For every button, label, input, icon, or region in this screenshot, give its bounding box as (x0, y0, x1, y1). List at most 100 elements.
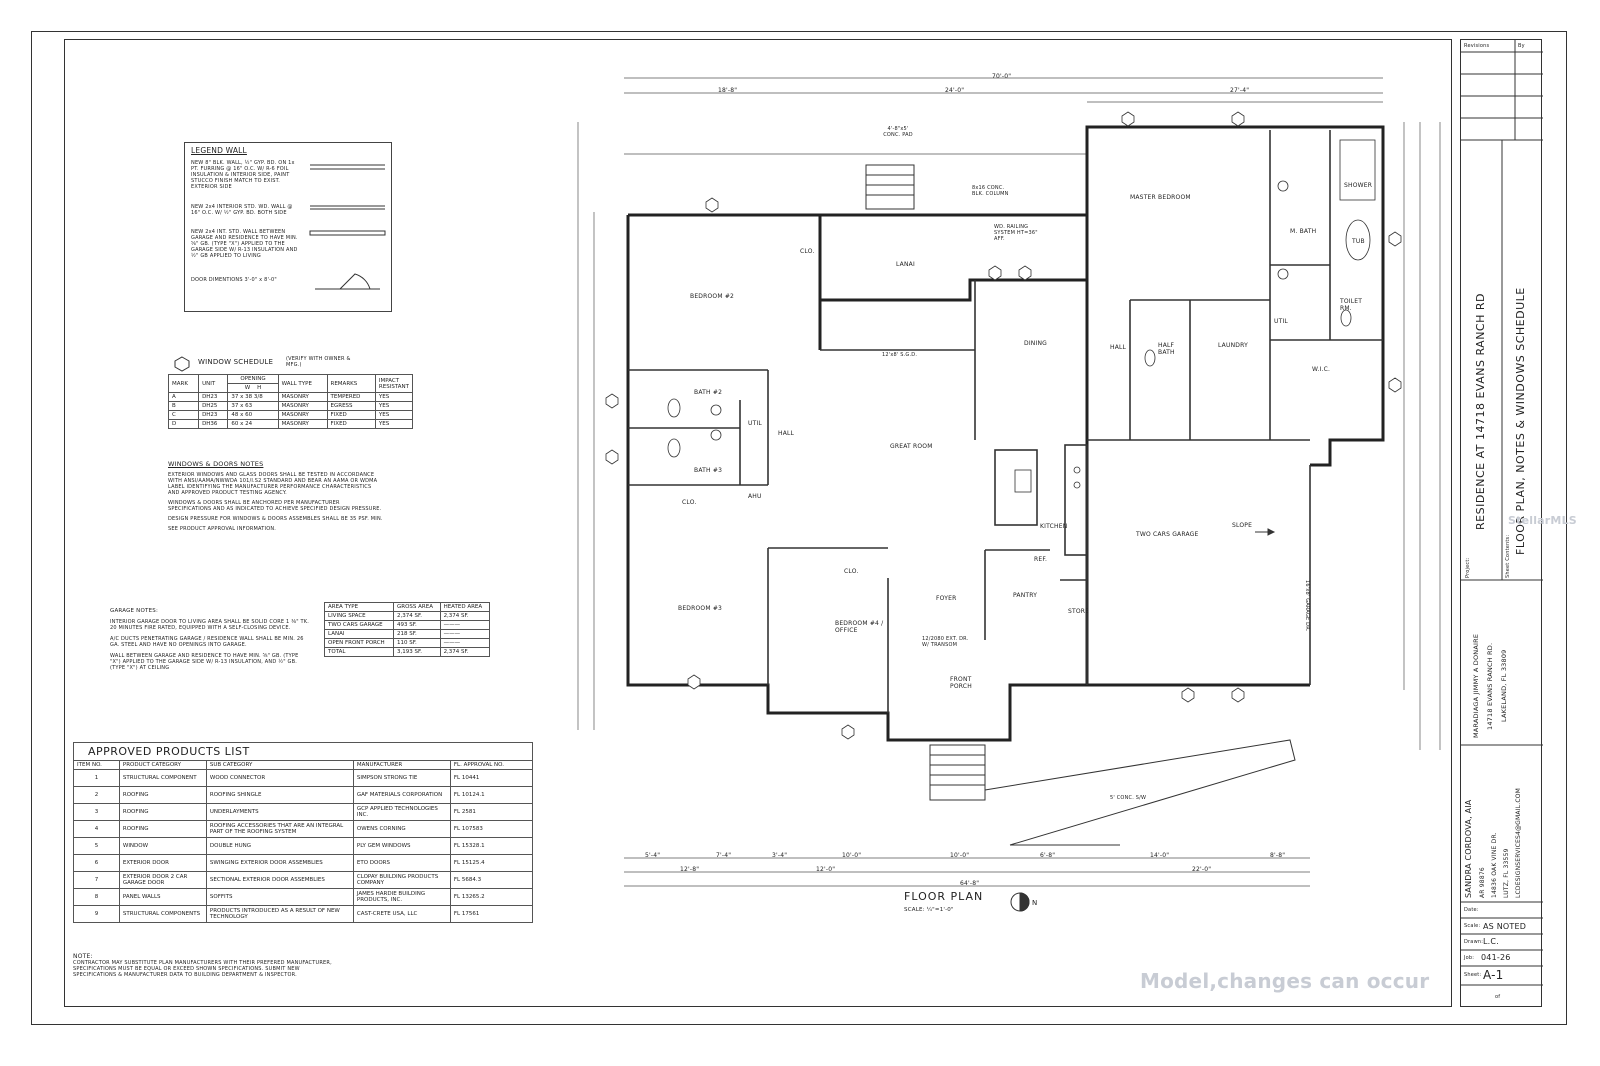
dim-bottom-3: 3'-4" (772, 852, 788, 859)
legend-wall-symbols (309, 164, 386, 290)
products-title: APPROVED PRODUCTS LIST (73, 742, 533, 760)
dim-bottom-1: 5'-4" (645, 852, 661, 859)
room-dining: DINING (1024, 340, 1047, 347)
garage-notes-title: GARAGE NOTES: (110, 608, 158, 614)
approved-products: APPROVED PRODUCTS LIST ITEM NO.PRODUCT C… (73, 742, 534, 923)
legend-item-3: NEW 2x4 INT. STD. WALL BETWEEN GARAGE AN… (191, 229, 298, 259)
tb-sheet: A-1 (1483, 968, 1504, 982)
dim-overall-bottom: 64'-8" (960, 880, 980, 887)
room-bedroom-4: BEDROOM #4 / OFFICE (835, 620, 884, 634)
north-label: N (1032, 899, 1038, 907)
note-sgd: 12'x8' S.G.D. (882, 352, 918, 358)
room-ahu: AHU (748, 493, 762, 500)
tb-project: RESIDENCE AT 14718 EVANS RANCH RD (1474, 293, 1487, 530)
tb-scale-label: Scale: (1464, 923, 1481, 929)
window-schedule-note: (VERIFY WITH OWNER & MFG.) (286, 356, 351, 368)
room-wic: W.I.C. (1312, 366, 1331, 373)
tb-owner-2: 14718 EVANS RANCH RD. (1486, 642, 1494, 730)
dim-bottom-7: 14'-0" (1150, 852, 1170, 859)
window-schedule-table: MARK UNIT OPENING WALL TYPE REMARKS IMPA… (167, 374, 414, 429)
col-h: H (257, 385, 262, 391)
room-foyer: FOYER (936, 595, 957, 602)
window-notes-title: WINDOWS & DOORS NOTES (168, 460, 264, 468)
col-remarks: REMARKS (326, 374, 376, 393)
col-wh: W H (227, 383, 279, 393)
dim-bottom-6: 6'-8" (1040, 852, 1056, 859)
note-railing: WD. RAILING SYSTEM HT=36" AFF. (994, 224, 1038, 242)
tb-architect-2: AR 98876 (1479, 867, 1486, 898)
room-lanai: LANAI (896, 261, 915, 268)
watermark-text: Model,changes can occur (1140, 969, 1430, 993)
tb-architect-4: LUTZ, FL 33559 (1503, 848, 1510, 898)
tb-drawn: L.C. (1483, 937, 1499, 946)
room-bedroom-2: BEDROOM #2 (690, 293, 735, 300)
tb-architect-1: SANDRA CORDOVA, AIA (1464, 799, 1473, 898)
room-ref: REF. (1034, 556, 1048, 563)
garage-slope: SLOPE (1232, 522, 1253, 529)
dim-bottom-5: 10'-0" (950, 852, 970, 859)
window-schedule-hex-icon (174, 356, 190, 372)
window-notes: WINDOWS & DOORS NOTES EXTERIOR WINDOWS A… (168, 460, 383, 533)
room-bedroom-3: BEDROOM #3 (678, 605, 723, 612)
room-great-room: GREAT ROOM (890, 443, 933, 450)
contractor-note: NOTE: CONTRACTOR MAY SUBSTITUTE PLAN MAN… (73, 953, 343, 978)
col-mark: MARK (167, 374, 200, 393)
room-bath-3: BATH #3 (694, 467, 723, 474)
dim-bottom-9: 12'-8" (680, 866, 700, 873)
tb-grid (1461, 40, 1543, 986)
room-bath-2: BATH #2 (694, 389, 723, 396)
note-title: NOTE: (73, 953, 93, 960)
window-notes-p1: EXTERIOR WINDOWS AND GLASS DOORS SHALL B… (168, 472, 378, 496)
tb-architect-3: 14836 OAK VINE DR. (1491, 832, 1498, 898)
room-hall-1: HALL (1110, 344, 1127, 351)
note-conc-pad: 4'-8"x5' CONC. PAD (883, 126, 913, 138)
sheet-border-outer (31, 31, 1567, 1025)
tb-scale: AS NOTED (1483, 922, 1527, 931)
room-util-1: UTIL (1274, 318, 1288, 325)
room-shower: SHOWER (1344, 182, 1373, 189)
tb-date-label: Date: (1464, 907, 1479, 913)
room-garage: TWO CARS GARAGE (1136, 531, 1199, 538)
room-pantry: PANTRY (1013, 592, 1038, 599)
dim-top-2: 24'-0" (945, 87, 965, 94)
dim-bottom-11: 22'-0" (1192, 866, 1212, 873)
room-kitchen: KITCHEN (1040, 523, 1068, 530)
legend-wall-box: LEGEND WALL NEW 8" BLK. WALL, ½" GYP. BD… (184, 142, 392, 312)
dim-bottom-10: 12'-0" (816, 866, 836, 873)
col-w: W (244, 385, 251, 391)
room-tub: TUB (1352, 238, 1365, 245)
note-blk-column: 8x16 CONC. BLK. COLUMN (972, 185, 1009, 197)
legend-title: LEGEND WALL (191, 146, 247, 155)
garage-notes: GARAGE NOTES: INTERIOR GARAGE DOOR TO LI… (110, 608, 310, 671)
legend-item-1: NEW 8" BLK. WALL, ½" GYP. BD. ON 1x PT. … (191, 160, 295, 190)
room-m-bath: M. BATH (1290, 228, 1317, 235)
room-master-bedroom: MASTER BEDROOM (1130, 194, 1191, 201)
dim-top-3: 27'-4" (1230, 87, 1250, 94)
tb-owner-1: MARADIAGA JIMMY A DONAIRE (1472, 633, 1480, 738)
room-storage: STORE (1068, 608, 1090, 615)
dim-bottom-2: 7'-4" (716, 852, 732, 859)
room-half-bath: HALF BATH (1158, 342, 1175, 356)
dim-bottom-4: 10'-0" (842, 852, 862, 859)
room-util-2: UTIL (748, 420, 762, 427)
window-schedule-title: WINDOW SCHEDULE (198, 358, 274, 366)
tb-by: By (1518, 43, 1525, 49)
